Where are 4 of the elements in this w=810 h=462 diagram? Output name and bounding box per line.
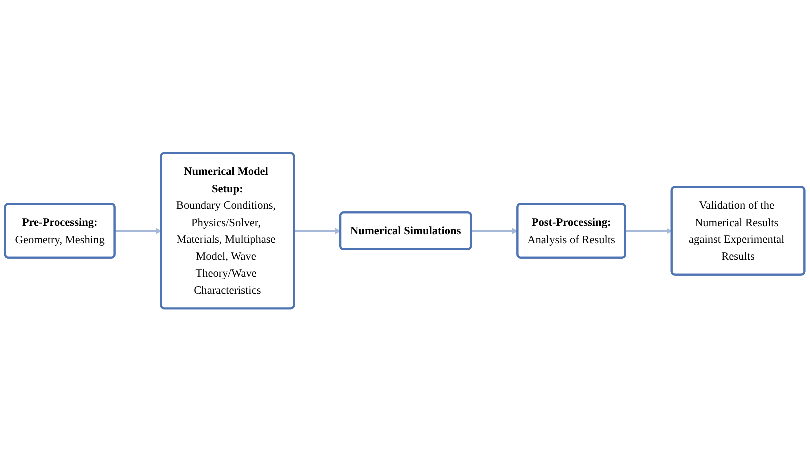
arrow (472, 228, 518, 234)
arrow (115, 228, 162, 234)
arrow (294, 228, 342, 234)
arrow (626, 228, 672, 234)
